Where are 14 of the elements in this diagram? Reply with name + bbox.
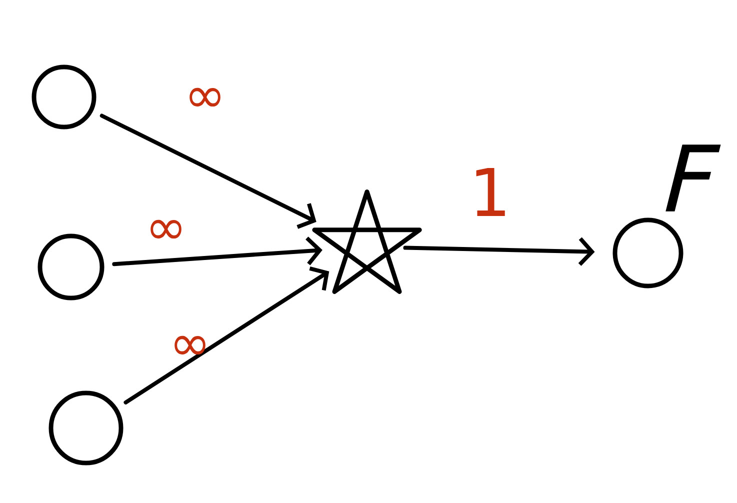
arrow [100,114,316,229]
edge-label: 1 [476,168,505,216]
edge-label: ∞ [150,220,182,239]
arrow [112,236,322,266]
circle-node [32,64,96,130]
circle-node [612,218,684,288]
edge-label: ∞ [174,336,206,355]
pentagram-node [312,189,422,294]
circle-node [38,234,104,300]
arrow [124,266,330,404]
letter-label: F [666,144,721,212]
edge-label: ∞ [190,88,220,107]
arrow [403,237,595,266]
circle-node [48,390,124,466]
